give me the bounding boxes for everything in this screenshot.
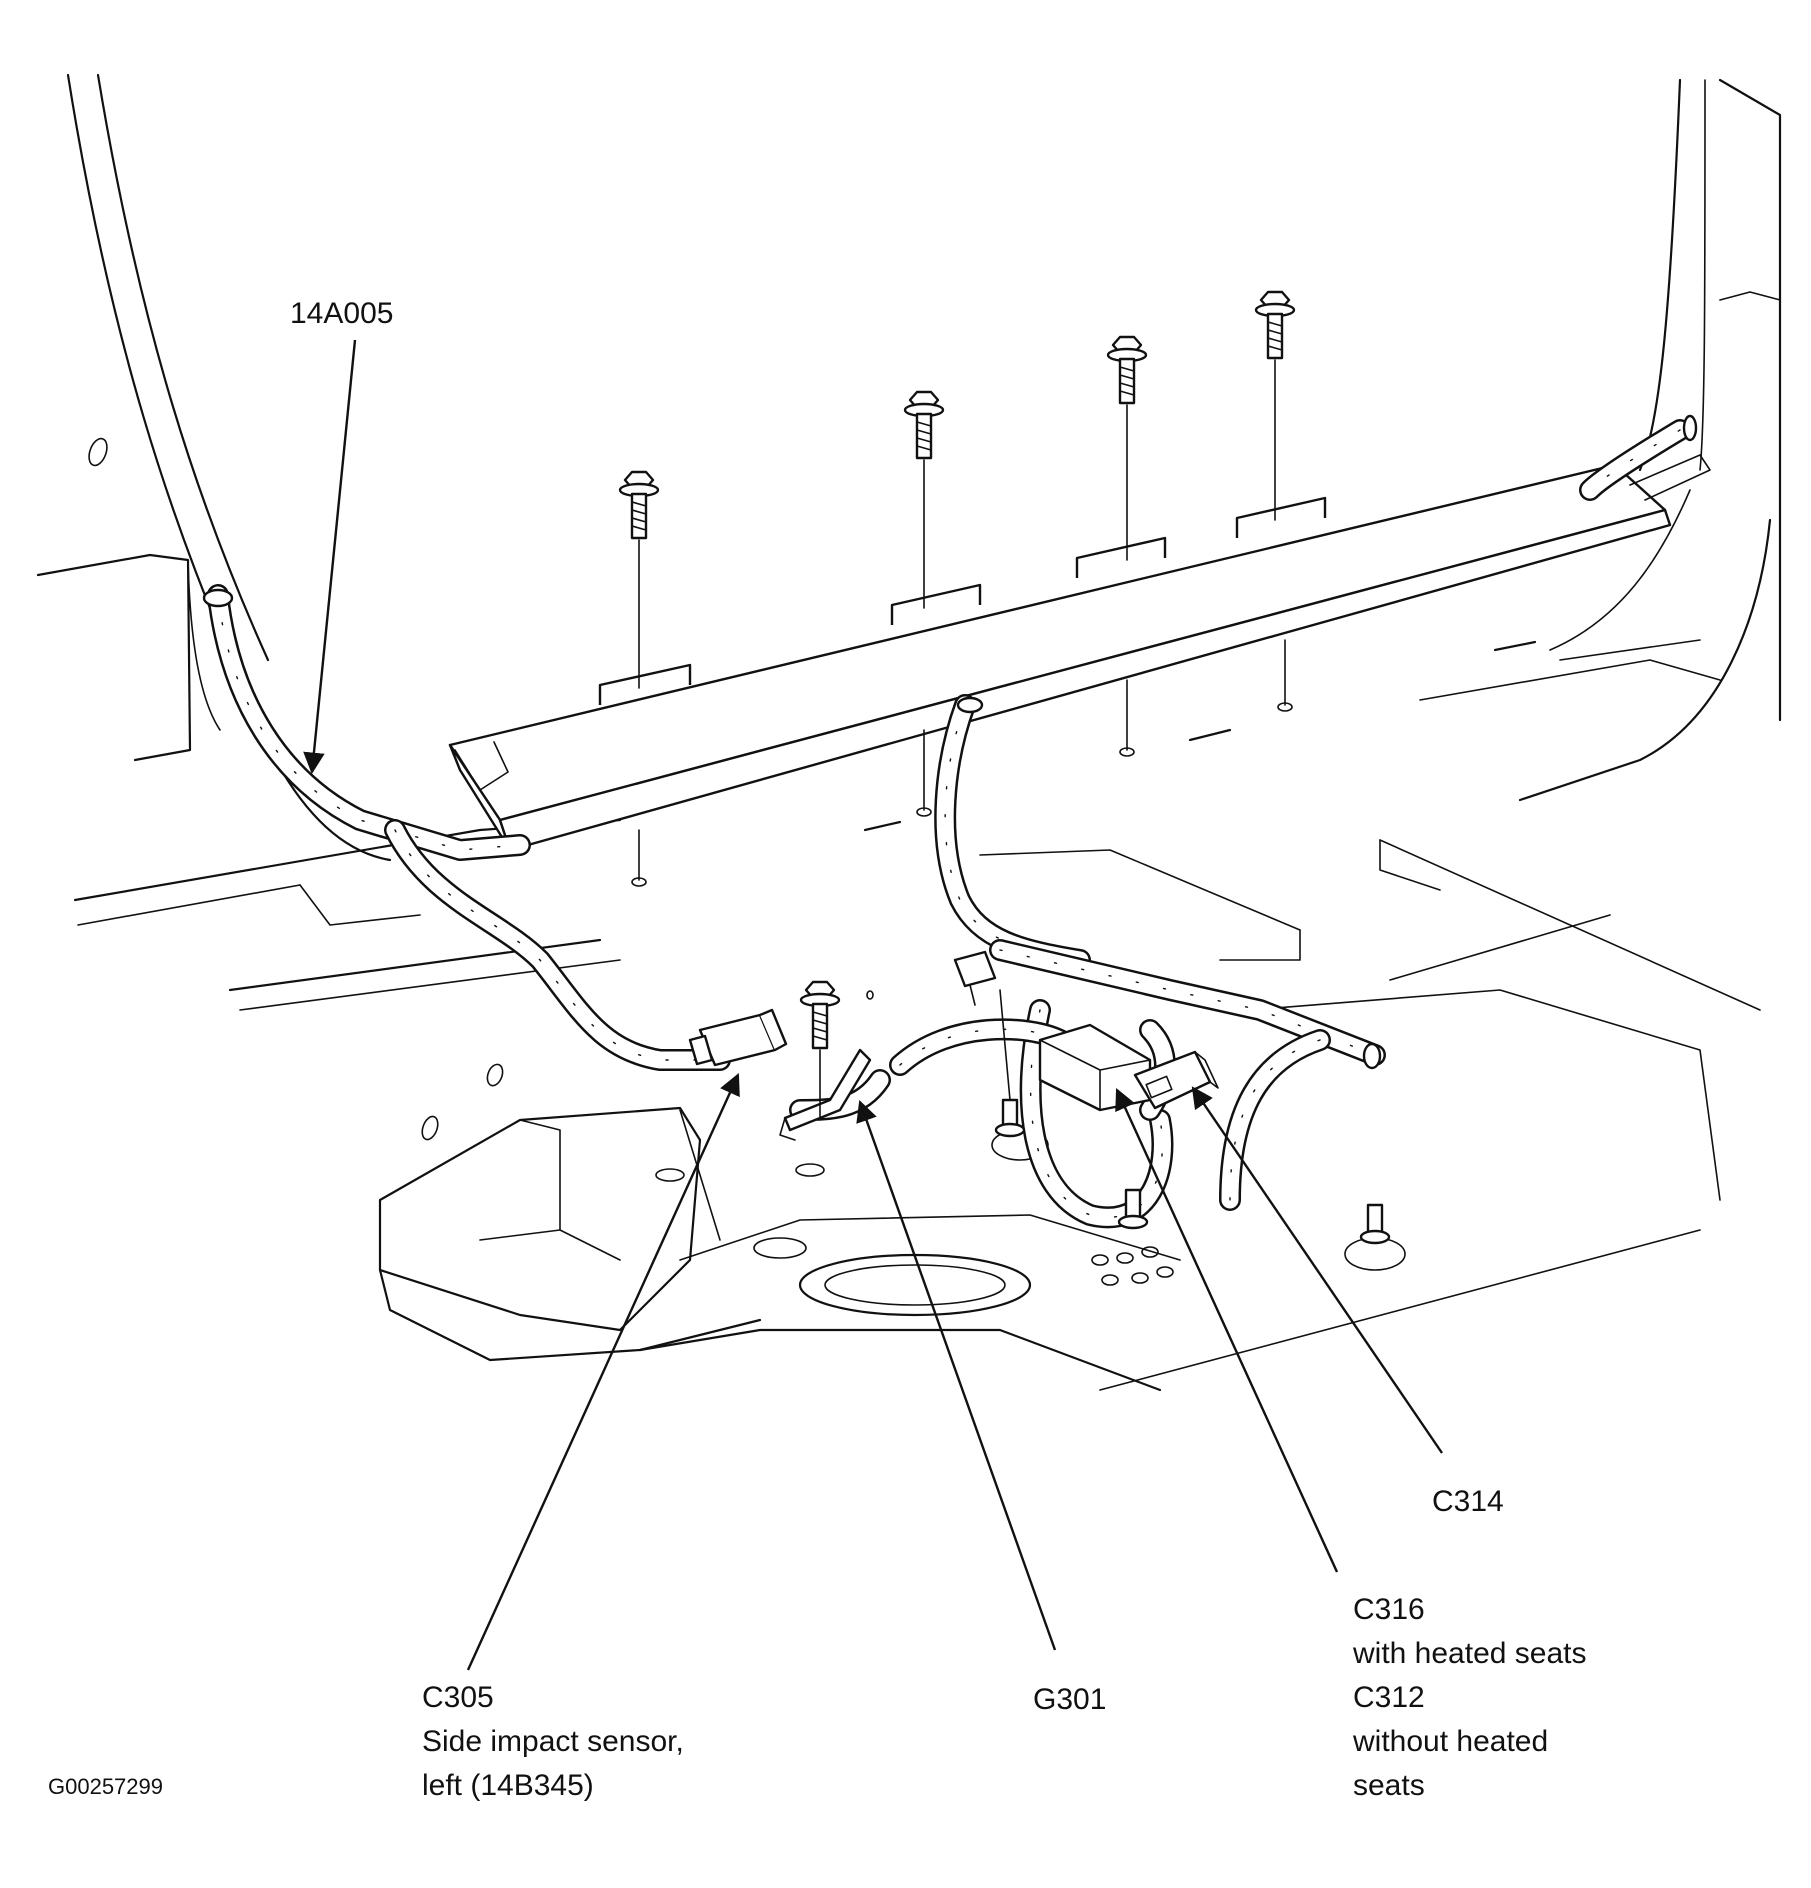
- figure-id: G00257299: [48, 1774, 163, 1799]
- bolts: [618, 290, 1537, 1121]
- ground-g301-eyelet: [779, 1048, 872, 1141]
- callout-c316-code: C316: [1353, 1593, 1425, 1626]
- callout-c312-note-line2: seats: [1353, 1769, 1425, 1802]
- connector-c314: [1133, 1050, 1219, 1110]
- body-panel-outline: [36, 73, 1782, 1391]
- callout-c305: C305 Side impact sensor, left (14B345): [422, 1676, 684, 1808]
- studs: [994, 1098, 1391, 1245]
- connector-c316-c312: [1038, 1023, 1152, 1112]
- harness-clip: [953, 950, 997, 1006]
- floor-pan: [378, 1106, 1406, 1392]
- connector-c305: [688, 1008, 788, 1067]
- callout-c316-c312: C316 with heated seats C312 without heat…: [1353, 1588, 1586, 1808]
- callout-g301: G301: [1033, 1683, 1107, 1716]
- callout-c305-code: C305: [422, 1681, 494, 1714]
- callout-c316-note: with heated seats: [1353, 1637, 1587, 1670]
- callout-c312-note-line1: without heated: [1353, 1725, 1549, 1758]
- callout-c312-code: C312: [1353, 1681, 1425, 1714]
- callout-c314: C314: [1432, 1485, 1504, 1518]
- callout-harness-14a005: 14A005: [290, 297, 394, 330]
- leader-lines: [303, 339, 1443, 1671]
- callout-c305-desc-line1: Side impact sensor,: [422, 1725, 684, 1758]
- callout-c305-desc-line2: left (14B345): [422, 1769, 594, 1802]
